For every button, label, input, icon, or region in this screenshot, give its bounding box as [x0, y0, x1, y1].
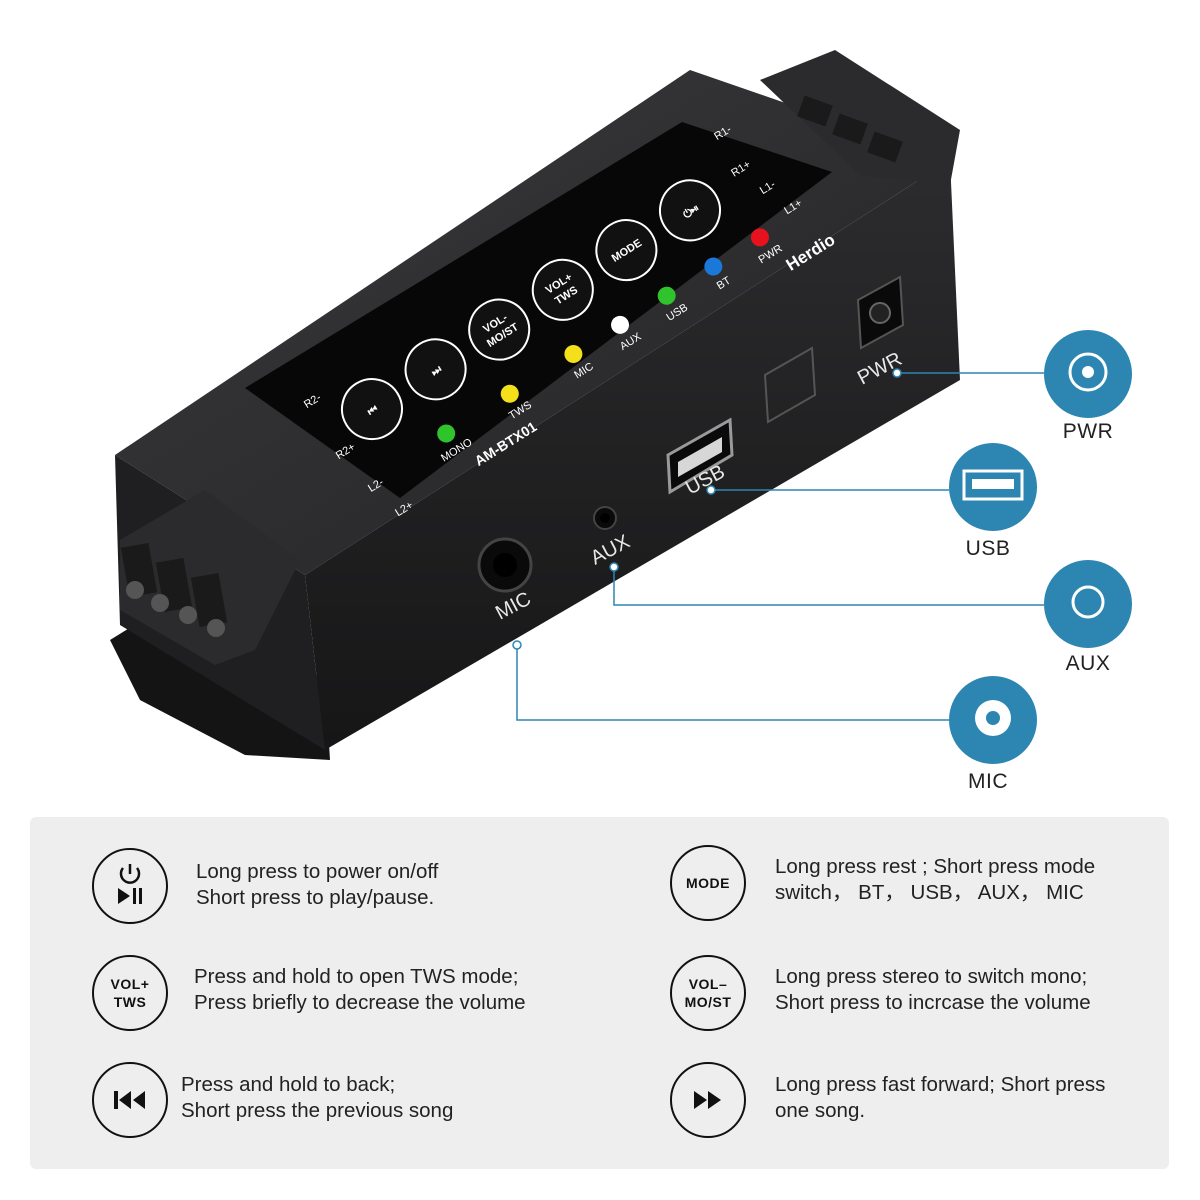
vol-minus-most-button[interactable]: VOL- MO/ST [458, 288, 541, 371]
dc-power-jack[interactable] [856, 275, 905, 350]
mode-description: Long press rest ; Short press mode switc… [775, 855, 1096, 904]
usb-callout [949, 443, 1037, 531]
bt-led [704, 257, 723, 276]
previous-track-icon [92, 1062, 168, 1138]
device-front-face [305, 160, 960, 750]
previous-track-description: Press and hold to back; Short press the … [181, 1073, 454, 1122]
dc-jack-icon [1063, 347, 1113, 402]
mode-icon: MODE [670, 845, 746, 921]
power-play-pause-icon [92, 848, 168, 924]
pwr-callout-label: PWR [1062, 420, 1114, 443]
mode-button[interactable]: MODE [585, 209, 668, 292]
aux-jack[interactable] [593, 506, 617, 530]
tws-led [500, 384, 519, 403]
fast-forward-description: Long press fast forward; Short press one… [775, 1073, 1106, 1122]
aux-callout-label: AUX [1065, 652, 1111, 675]
vol-plus-tws-icon: VOL+ TWS [92, 955, 168, 1031]
mic-callout-label: MIC [968, 770, 1008, 793]
fast-forward-icon [670, 1062, 746, 1138]
mic-led [564, 344, 583, 363]
vol-minus-most-description: Long press stereo to switch mono; Short … [775, 965, 1091, 1014]
pwr-led [750, 228, 769, 247]
callout-lines [512, 368, 1044, 721]
mono-led [437, 424, 456, 443]
pwr-callout [1044, 330, 1132, 418]
aux-jack-icon [1063, 577, 1113, 632]
next-track-button[interactable]: ⏭ [394, 328, 477, 411]
aux-led [611, 315, 630, 334]
vol-plus-tws-button[interactable]: VOL+ TWS [521, 249, 604, 332]
ir-window [763, 346, 817, 424]
aux-callout [1044, 560, 1132, 648]
prev-track-button[interactable]: ⏮ [331, 368, 414, 451]
mic-jack-icon [968, 693, 1018, 748]
power-play-button[interactable]: ⏻⏯ [649, 169, 732, 252]
vol-minus-most-icon: VOL– MO/ST [670, 955, 746, 1031]
device-illustration: ⏮ ⏭ VOL- MO/ST VOL+ TWS MODE ⏻⏯ MONO TWS [110, 50, 1044, 760]
mic-callout [949, 676, 1037, 764]
mic-jack[interactable] [477, 537, 533, 593]
terminal-block-left [120, 490, 300, 665]
terminal-block-right [760, 50, 960, 185]
usb-callout-label: USB [965, 537, 1011, 560]
instruction-panel: Long press to power on/off Short press t… [30, 817, 1169, 1169]
usb-port[interactable] [666, 417, 734, 495]
vol-plus-tws-description: Press and hold to open TWS mode; Press b… [194, 965, 526, 1014]
power-play-pause-description: Long press to power on/off Short press t… [196, 860, 439, 909]
usb-led [657, 286, 676, 305]
usb-port-icon [960, 465, 1026, 510]
